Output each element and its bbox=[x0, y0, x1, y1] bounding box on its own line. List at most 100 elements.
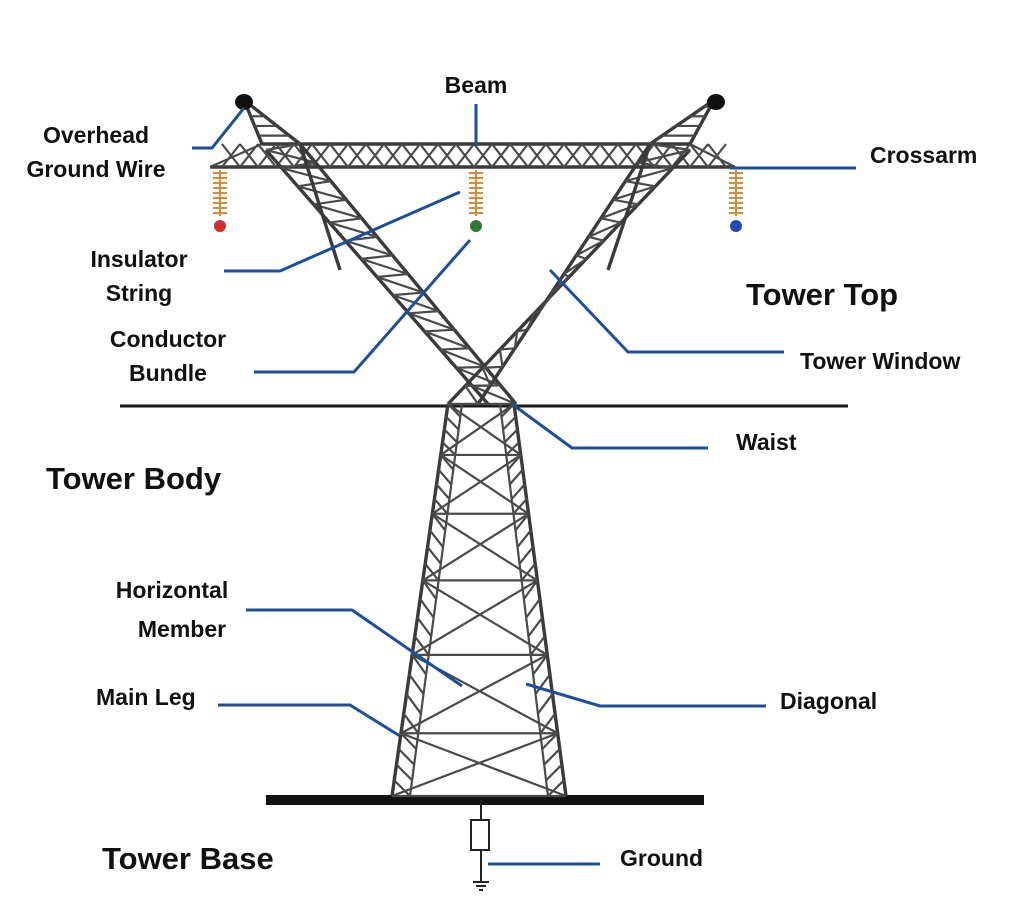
leg-lacing bbox=[500, 403, 515, 418]
conductor-phase-a bbox=[214, 220, 226, 232]
right-top-leg-rung bbox=[499, 347, 515, 351]
left-top-leg-rung bbox=[392, 291, 424, 297]
leg-lacing bbox=[547, 779, 565, 797]
beam-lattice-member bbox=[383, 143, 403, 168]
beam-lattice-member bbox=[257, 143, 277, 168]
diagonal-member bbox=[422, 512, 530, 582]
right-top-leg-rung bbox=[649, 142, 691, 152]
diagonal-member bbox=[431, 454, 522, 515]
peak-lattice bbox=[246, 105, 711, 137]
right-top-leg-rung bbox=[625, 180, 656, 188]
beam-lattice-member bbox=[509, 143, 529, 168]
right-top-leg-rung bbox=[533, 310, 540, 315]
left-top-leg-brace bbox=[297, 185, 347, 201]
conductor-phase-b bbox=[470, 220, 482, 232]
leg-lacing bbox=[441, 441, 457, 456]
label-beam: Beam bbox=[445, 72, 508, 98]
label-tower-body: Tower Body bbox=[46, 461, 222, 496]
leg-lacing bbox=[543, 748, 561, 766]
right-top-leg-brace bbox=[563, 257, 587, 275]
label-insulator-string-line1: Insulator bbox=[90, 246, 187, 272]
leg-lacing bbox=[421, 579, 438, 600]
leg-lacing bbox=[413, 635, 430, 656]
left-top-leg-rung bbox=[265, 142, 301, 152]
right-top-leg-rung bbox=[575, 254, 587, 260]
leg-lacing bbox=[395, 763, 413, 782]
label-insulator-string-line2: String bbox=[106, 280, 172, 306]
label-tower-base: Tower Base bbox=[102, 841, 274, 876]
left-top-leg-brace bbox=[424, 330, 471, 350]
beam-lattice-member bbox=[365, 143, 385, 168]
beam-lattice-member bbox=[347, 143, 367, 168]
leg-lacing bbox=[429, 529, 444, 548]
diagonal-member bbox=[391, 732, 559, 798]
leg-lacing bbox=[393, 779, 411, 797]
ground-wire-node-right bbox=[707, 94, 725, 110]
leg-lacing bbox=[419, 598, 435, 619]
conductor-phase-c bbox=[730, 220, 742, 232]
right-top-leg-brace bbox=[513, 331, 519, 349]
label-waist: Waist bbox=[736, 429, 797, 455]
right-top-leg-rung bbox=[588, 235, 604, 242]
leg-lacing bbox=[431, 513, 447, 532]
leg-lacing bbox=[527, 616, 544, 637]
leg-lacing bbox=[505, 441, 520, 456]
beam-lattice-member bbox=[311, 143, 331, 168]
beam-lattice-member bbox=[419, 143, 439, 168]
beam-lattice-member bbox=[473, 143, 493, 168]
label-horizontal-member-line2: Member bbox=[138, 616, 226, 642]
label-horizontal-member-line1: Horizontal bbox=[116, 577, 228, 603]
left-top-leg-rung bbox=[329, 217, 362, 224]
right-top-leg-brace bbox=[625, 167, 674, 183]
left-top-leg-rung bbox=[424, 328, 455, 333]
leg-lacing bbox=[537, 693, 554, 715]
left-top-leg-brace bbox=[408, 312, 455, 331]
left-top-leg-brace bbox=[281, 167, 332, 183]
diagonal-member bbox=[440, 454, 530, 515]
right-top-leg-brace bbox=[498, 349, 504, 368]
diagonal-member bbox=[431, 512, 538, 582]
leg-lacing bbox=[532, 654, 549, 676]
right-top-leg-rung bbox=[482, 365, 503, 369]
leg-lacing bbox=[416, 616, 433, 637]
leg-lacing bbox=[525, 598, 541, 619]
right-top-leg-rung bbox=[516, 328, 528, 333]
leader-lines bbox=[192, 104, 856, 866]
ground-symbol bbox=[470, 800, 490, 891]
left-top-leg-rung bbox=[408, 310, 439, 315]
beam-lattice-member bbox=[545, 143, 565, 168]
right-top-leg-brace bbox=[464, 385, 479, 405]
label-crossarm: Crossarm bbox=[870, 142, 977, 168]
right-top-leg-brace bbox=[575, 239, 605, 257]
right-top-leg-rung bbox=[612, 198, 639, 206]
leg-lacing bbox=[518, 546, 534, 565]
right-window-chord bbox=[606, 143, 652, 271]
leg-lacing bbox=[424, 563, 440, 582]
crossarm-right-end bbox=[689, 143, 736, 168]
leg-lacing bbox=[402, 713, 420, 734]
diagonal-member bbox=[422, 579, 548, 656]
beam-lattice-member bbox=[401, 143, 421, 168]
leg-lacing bbox=[426, 546, 442, 565]
right-top-leg-brace bbox=[526, 312, 536, 331]
left-top-leg-brace bbox=[360, 257, 409, 276]
diagonal-member bbox=[440, 403, 515, 456]
beam-lattice-member bbox=[455, 143, 475, 168]
leg-lacing bbox=[445, 415, 460, 431]
diagonal-member bbox=[400, 653, 548, 735]
leg-lacing bbox=[512, 498, 528, 515]
leg-lacing bbox=[514, 513, 530, 532]
leader-main-leg bbox=[218, 703, 401, 738]
left-top-leg-brace bbox=[376, 275, 424, 294]
leg-lacing bbox=[502, 415, 517, 431]
leg-lacing bbox=[510, 483, 526, 500]
leader-horizontal-member bbox=[246, 608, 463, 688]
leg-lacing bbox=[503, 428, 519, 443]
label-overhead-ground-wire-line2: Ground Wire bbox=[26, 156, 165, 182]
beam-lattice-member bbox=[239, 143, 259, 168]
label-conductor-bundle-line2: Bundle bbox=[129, 360, 207, 386]
leg-lacing bbox=[516, 529, 532, 548]
leg-lacing bbox=[520, 563, 537, 582]
